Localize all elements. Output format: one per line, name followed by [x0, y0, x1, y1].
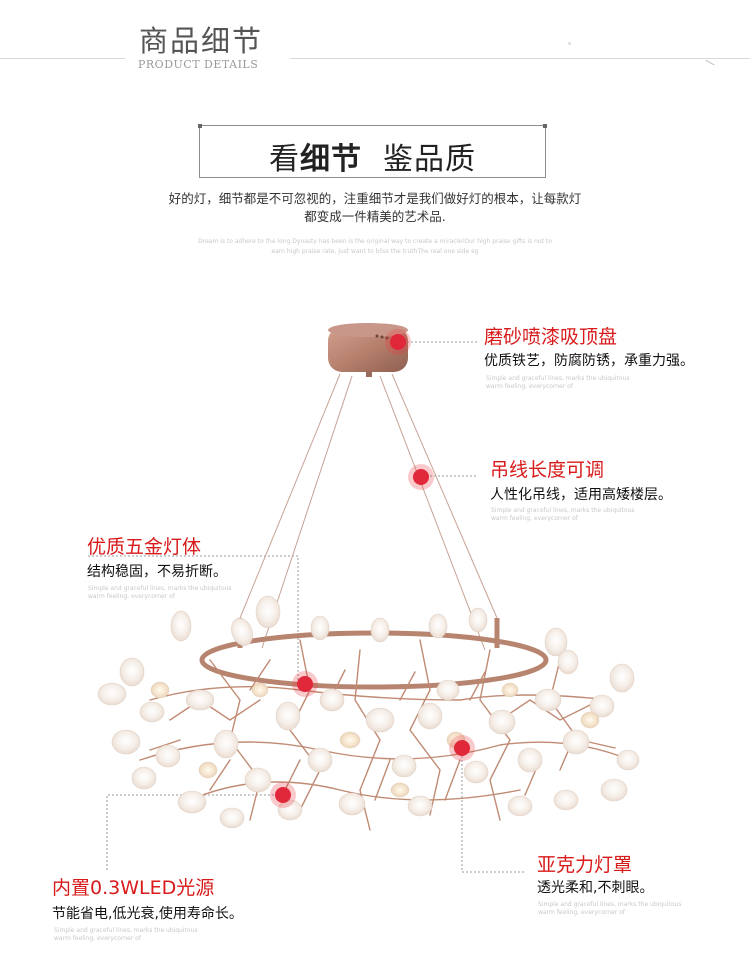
callout-canopy-english-2: warm feeling, everycorner of [486, 383, 573, 390]
callout-hardware-title: 优质五金灯体 [87, 536, 202, 558]
callout-led-english-1: Simple and graceful lines, marks the ubi… [54, 927, 198, 934]
guide-lines [88, 341, 525, 873]
callout-shade-title: 亚克力灯罩 [537, 854, 633, 876]
marker-shade [454, 740, 470, 756]
callout-shade-english-2: warm feeling, everycorner of [538, 909, 625, 916]
callout-led-title: 内置0.3WLED光源 [52, 877, 215, 899]
callout-led-desc: 节能省电,低光衰,使用寿命长。 [52, 906, 243, 922]
callout-canopy-english-1: Simple and graceful lines, marks the ubi… [486, 375, 630, 382]
callout-wire-english-2: warm feeling, everycorner of [491, 515, 578, 522]
marker-hardware [297, 676, 313, 692]
slogan-part2: 细节 [299, 142, 362, 177]
marker-wire [413, 469, 429, 485]
callout-wire-title: 吊线长度可调 [490, 459, 605, 481]
callout-shade-english-1: Simple and graceful lines, marks the ubi… [538, 901, 682, 908]
callout-canopy-desc: 优质铁艺，防腐防锈，承重力强。 [484, 353, 694, 369]
acrylic-leaves [97, 595, 640, 829]
slogan: 看细节 鉴品质 [200, 134, 545, 178]
section-subtitle: PRODUCT DETAILS [138, 58, 259, 71]
callout-shade-desc: 透光柔和,不刺眼。 [537, 880, 654, 896]
slogan-part1: 看 [268, 142, 300, 177]
slogan-part3: 鉴品质 [383, 142, 477, 177]
canopy [328, 323, 408, 377]
callout-hardware-english-1: Simple and graceful lines, marks the ubi… [88, 585, 232, 592]
callout-wire-english-1: Simple and graceful lines, marks the ubi… [491, 507, 635, 514]
slogan-frame: 看细节 鉴品质 [198, 124, 547, 178]
callout-led-english-2: warm feeling, everycorner of [54, 935, 141, 942]
marker-canopy [390, 334, 406, 350]
callout-canopy-title: 磨砂喷漆吸顶盘 [484, 326, 618, 348]
decor-dot [568, 42, 571, 45]
intro-english-1: Dream is to adhere to the long Dynasty h… [198, 238, 552, 245]
intro-line-2: 都变成一件精美的艺术品. [304, 209, 446, 224]
intro-english-2: earn high praise rate, just want to blis… [271, 248, 479, 255]
callout-hardware-desc: 结构稳固，不易折断。 [87, 564, 227, 580]
lit-leaves [150, 681, 600, 798]
callout-hardware-english-2: warm feeling, everycorner of [88, 593, 175, 600]
marker-led [275, 787, 291, 803]
header-rule-right [290, 58, 750, 59]
section-title: 商品细节 [139, 24, 264, 58]
header-rule-left [0, 58, 125, 59]
callout-wire-desc: 人性化吊线，适用高矮楼层。 [490, 487, 672, 503]
intro-line-1: 好的灯，细节都是不可忽视的，注重细节才是我们做好灯的根本，让每款灯 [168, 191, 582, 206]
